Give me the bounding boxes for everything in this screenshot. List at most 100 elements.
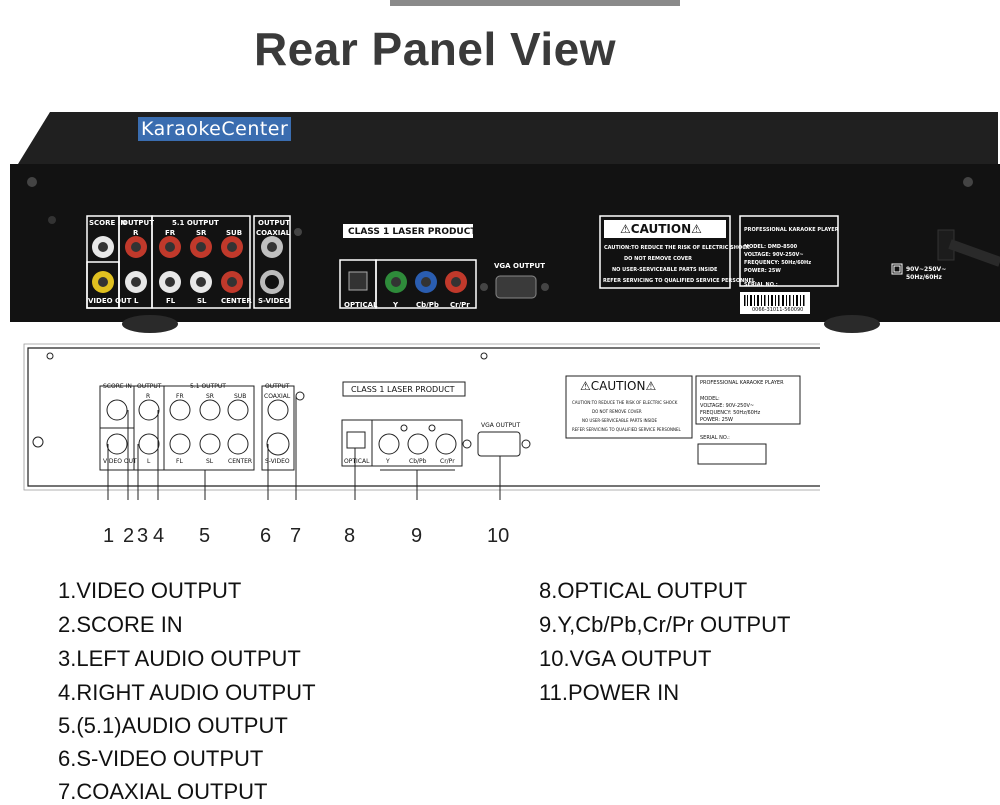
callout-9: 9 bbox=[411, 525, 423, 547]
callout-10: 10 bbox=[487, 525, 510, 547]
legend-item-7: 7.COAXIAL OUTPUT bbox=[58, 779, 268, 804]
diag-label-center: CENTER bbox=[228, 458, 253, 465]
photo-label-cb-pb: Cb/Pb bbox=[416, 301, 439, 309]
diag-label-vga: VGA OUTPUT bbox=[481, 422, 521, 429]
photo-barcode-number: 0066-31011-560090 bbox=[752, 307, 804, 313]
diag-caution-line1: CAUTION:TO REDUCE THE RISK OF ELECTRIC S… bbox=[572, 400, 678, 405]
photo-caution-line2: DO NOT REMOVE COVER bbox=[624, 256, 693, 262]
coaxial-jack bbox=[261, 236, 283, 258]
photo-caution-line1: CAUTION:TO REDUCE THE RISK OF ELECTRIC S… bbox=[604, 245, 750, 251]
sr-jack bbox=[190, 236, 212, 258]
photo-caution-title: ⚠CAUTION⚠ bbox=[620, 222, 702, 236]
photo-label-cr-pr: Cr/Pr bbox=[450, 301, 470, 309]
screw-icon bbox=[963, 177, 973, 187]
legend-item-4: 4.RIGHT AUDIO OUTPUT bbox=[58, 680, 316, 705]
fr-jack bbox=[159, 236, 181, 258]
warning-icon: ⚠ bbox=[645, 379, 657, 393]
callout-8: 8 bbox=[344, 525, 356, 547]
diag-caution-line2: DO NOT REMOVE COVER bbox=[592, 409, 642, 414]
callout-4: 4 bbox=[153, 525, 165, 547]
photo-power: POWER: 25W bbox=[744, 268, 781, 274]
diag-caution-line3: NO USER-SERVICEABLE PARTS INSIDE bbox=[582, 418, 657, 423]
photo-label-output2: OUTPUT bbox=[258, 219, 290, 227]
diag-caution-title: ⚠CAUTION⚠ bbox=[580, 379, 657, 393]
photo-frequency: FREQUENCY: 50Hz/60Hz bbox=[744, 260, 812, 266]
foot-right bbox=[824, 315, 880, 333]
photo-caution-line4: REFER SERVICING TO QUALIFIED SERVICE PER… bbox=[603, 278, 756, 284]
photo-label-51-output: 5.1 OUTPUT bbox=[172, 219, 219, 227]
diag-label-sr: SR bbox=[206, 393, 214, 400]
photo-label-center: CENTER bbox=[221, 297, 252, 305]
diag-label-score-in: SCORE IN bbox=[103, 383, 132, 390]
photo-pro-player: PROFESSIONAL KARAOKE PLAYER bbox=[744, 227, 839, 233]
photo-label-vga: VGA OUTPUT bbox=[494, 262, 546, 270]
diag-label-51-output: 5.1 OUTPUT bbox=[190, 383, 226, 390]
photo-label-s-video: S-VIDEO bbox=[258, 297, 291, 305]
warning-icon: ⚠ bbox=[620, 222, 631, 236]
screw-icon bbox=[27, 177, 37, 187]
left-audio-jack bbox=[125, 271, 147, 293]
photo-label-optical: OPTICAL bbox=[344, 301, 378, 309]
spec-plate bbox=[739, 215, 839, 287]
legend-item-3: 3.LEFT AUDIO OUTPUT bbox=[58, 646, 301, 671]
diag-pro-player: PROFESSIONAL KARAOKE PLAYER bbox=[700, 380, 784, 386]
diag-serial: SERIAL NO.: bbox=[700, 435, 730, 441]
cb-pb-jack bbox=[415, 271, 437, 293]
right-audio-jack bbox=[125, 236, 147, 258]
diag-label-y: Y bbox=[386, 458, 390, 465]
photo-label-class1: CLASS 1 LASER PRODUCT bbox=[348, 227, 477, 237]
fl-jack bbox=[159, 271, 181, 293]
photo-label-video-out: VIDEO OUT bbox=[88, 297, 132, 305]
photo-label-sr: SR bbox=[196, 229, 207, 237]
top-edge-bar bbox=[390, 0, 680, 6]
diag-label-fl: FL bbox=[176, 458, 183, 465]
callout-1: 1 bbox=[103, 525, 115, 547]
diag-model: MODEL: bbox=[700, 396, 720, 402]
photo-label-fl: FL bbox=[166, 297, 176, 305]
photo-label-y: Y bbox=[393, 301, 399, 309]
foot-left bbox=[122, 315, 178, 333]
legend-item-6: 6.S-VIDEO OUTPUT bbox=[58, 746, 264, 771]
rear-panel-photo bbox=[10, 112, 1000, 333]
diag-label-video-out: VIDEO OUT bbox=[103, 458, 137, 465]
callout-3: 3 bbox=[137, 525, 149, 547]
diag-label-output: OUTPUT bbox=[137, 383, 162, 390]
brand-logo: KaraokeCenter bbox=[138, 117, 292, 141]
power-cord bbox=[948, 239, 1000, 267]
warning-icon: ⚠ bbox=[691, 222, 702, 236]
photo-label-r: R bbox=[133, 229, 139, 237]
photo-label-sub: SUB bbox=[226, 229, 243, 237]
photo-power-rating-2: 50Hz/60Hz bbox=[906, 274, 942, 281]
photo-label-sl: SL bbox=[197, 297, 207, 305]
legend-item-1: 1.VIDEO OUTPUT bbox=[58, 578, 242, 603]
class1-label-bg bbox=[343, 224, 473, 238]
photo-label-output: OUTPUT bbox=[122, 219, 154, 227]
center-jack bbox=[221, 271, 243, 293]
diag-label-optical: OPTICAL bbox=[344, 458, 370, 465]
photo-voltage: VOLTAGE: 90V-250V~ bbox=[744, 252, 804, 258]
page-title: Rear Panel View bbox=[253, 23, 617, 75]
legend-item-5: 5.(5.1)AUDIO OUTPUT bbox=[58, 713, 288, 738]
callout-6: 6 bbox=[260, 525, 272, 547]
y-jack bbox=[385, 271, 407, 293]
photo-label-coaxial: COAXIAL bbox=[256, 229, 291, 237]
screw-icon bbox=[480, 283, 488, 291]
diag-label-sub: SUB bbox=[234, 393, 247, 400]
photo-serial: SERIAL NO.: bbox=[744, 282, 778, 288]
photo-caution-line3: NO USER-SERVICEABLE PARTS INSIDE bbox=[612, 267, 718, 273]
legend-item-11: 11.POWER IN bbox=[539, 680, 680, 705]
legend-item-10: 10.VGA OUTPUT bbox=[539, 646, 712, 671]
diag-label-cr-pr: Cr/Pr bbox=[440, 458, 455, 465]
diag-label-coaxial: COAXIAL bbox=[264, 393, 291, 400]
diag-frequency: FREQUENCY: 50Hz/60Hz bbox=[700, 410, 761, 416]
legend-item-9: 9.Y,Cb/Pb,Cr/Pr OUTPUT bbox=[539, 612, 791, 637]
legend-item-8: 8.OPTICAL OUTPUT bbox=[539, 578, 748, 603]
photo-power-rating-1: 90V~250V~ bbox=[906, 266, 947, 273]
warning-icon: ⚠ bbox=[580, 379, 591, 393]
diag-label-output2: OUTPUT bbox=[265, 383, 290, 390]
diag-label-l: L bbox=[147, 458, 151, 465]
cr-pr-jack bbox=[445, 271, 467, 293]
callout-5: 5 bbox=[199, 525, 211, 547]
legend-item-2: 2.SCORE IN bbox=[58, 612, 183, 637]
optical-port bbox=[348, 271, 368, 291]
